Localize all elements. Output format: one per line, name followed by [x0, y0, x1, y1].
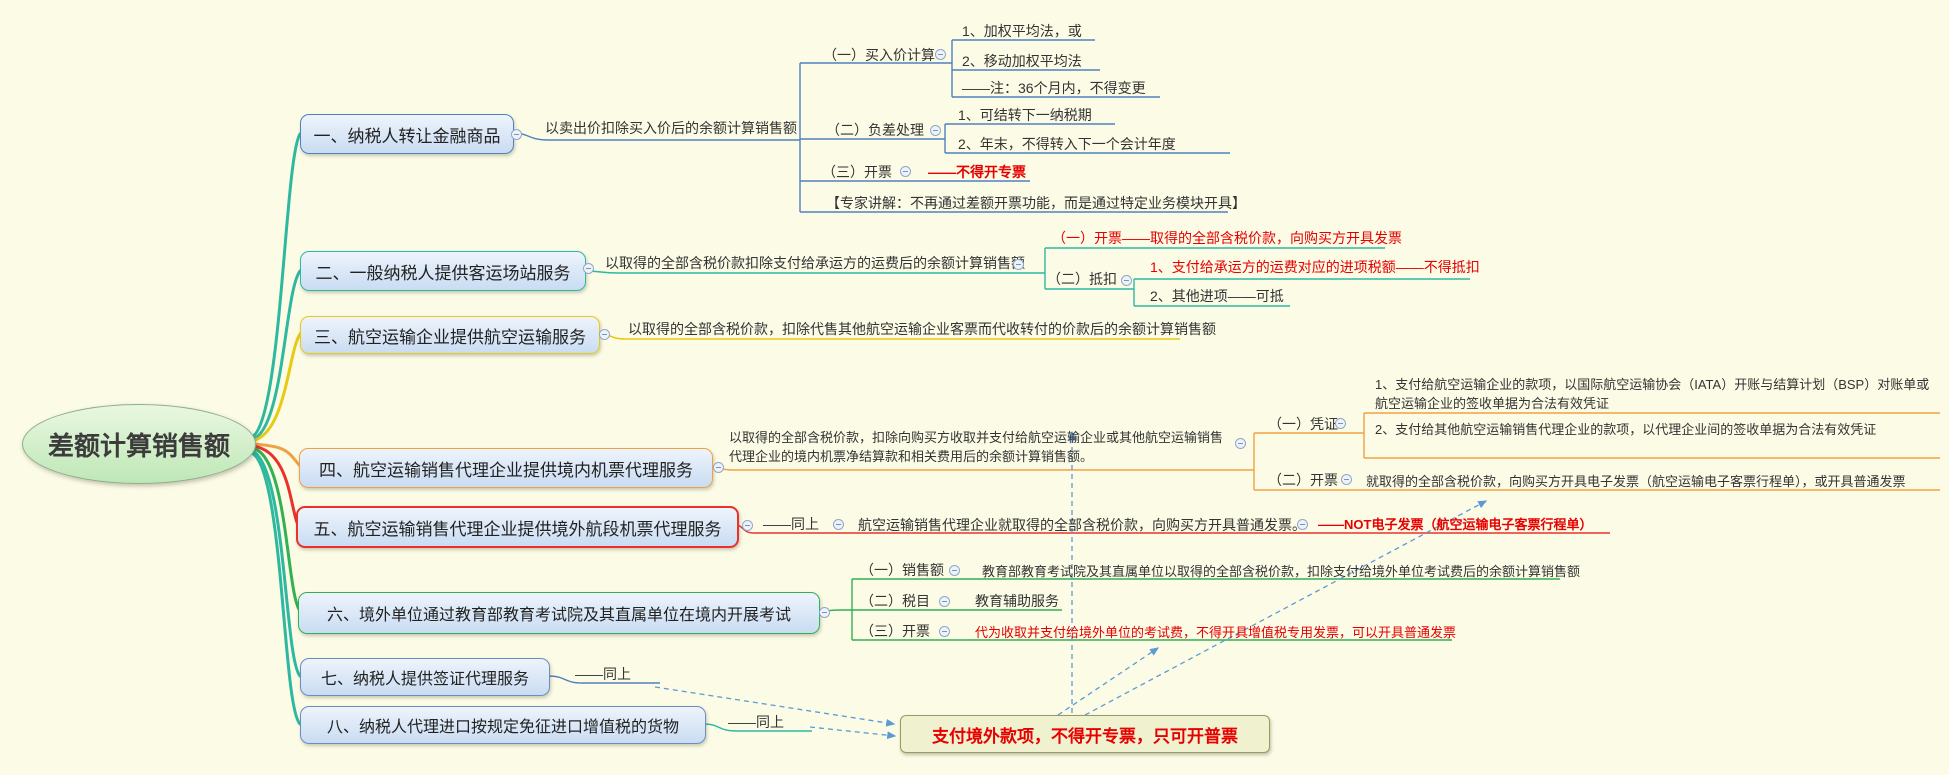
branch-5-topic[interactable]: 五、航空运输销售代理企业提供境外航段机票代理服务 [296, 506, 739, 548]
collapse-icon[interactable] [599, 329, 610, 340]
collapse-icon[interactable] [1335, 418, 1346, 429]
b7-same-as-above[interactable]: ——同上 [575, 666, 631, 682]
b4-rule[interactable]: 以取得的全部含税价款，扣除向购买方收取并支付给航空运输企业或其他航空运输销售代理… [729, 430, 1224, 464]
collapse-icon[interactable] [1235, 438, 1246, 449]
branch-6-topic[interactable]: 六、境外单位通过教育部教育考试院及其直属单位在境内开展考试 [298, 592, 820, 634]
b1-s1-item1[interactable]: 1、加权平均法，或 [962, 23, 1082, 39]
collapse-icon[interactable] [1341, 474, 1352, 485]
collapse-icon[interactable] [900, 166, 911, 177]
b1-s2-title[interactable]: （二）负差处理 [826, 122, 924, 138]
b1-s1-item2[interactable]: 2、移动加权平均法 [962, 53, 1082, 69]
callout-no-special-invoice[interactable]: 支付境外款项，不得开专票，只可开普票 [900, 715, 1270, 753]
b2-s2-title[interactable]: （二）抵扣 [1047, 271, 1117, 287]
b4-s1-item1[interactable]: 1、支付给航空运输企业的款项，以国际航空运输协会（IATA）开账与结算计划（BS… [1375, 377, 1930, 411]
collapse-icon[interactable] [939, 596, 950, 607]
branch-3-topic[interactable]: 三、航空运输企业提供航空运输服务 [300, 316, 600, 354]
b2-s2-item2[interactable]: 2、其他进项——可抵 [1150, 288, 1284, 304]
branch-1-topic[interactable]: 一、纳税人转让金融商品 [300, 114, 514, 154]
b1-s2-item1[interactable]: 1、可结转下一纳税期 [958, 107, 1092, 123]
b6-s3-warning[interactable]: 代为收取并支付给境外单位的考试费，不得开具增值税专用发票，可以开具普通发票 [975, 625, 1457, 640]
collapse-icon[interactable] [1121, 275, 1132, 286]
collapse-icon[interactable] [819, 607, 830, 618]
b1-s1-note[interactable]: ——注：36个月内，不得变更 [962, 80, 1146, 96]
b2-s1-invoice[interactable]: （一）开票——取得的全部含税价款，向购买方开具发票 [1052, 230, 1402, 246]
collapse-icon[interactable] [742, 520, 753, 531]
b1-s1-title[interactable]: （一）买入价计算 [823, 47, 935, 63]
branch-7-topic[interactable]: 七、纳税人提供签证代理服务 [300, 658, 550, 696]
b1-s2-item2[interactable]: 2、年末，不得转入下一个会计年度 [958, 136, 1176, 152]
b1-rule[interactable]: 以卖出价扣除买入价后的余额计算销售额 [545, 120, 797, 136]
b1-s3-warning[interactable]: ——不得开专票 [928, 164, 1026, 180]
b2-s2-item1[interactable]: 1、支付给承运方的运费对应的进项税额——不得抵扣 [1150, 259, 1480, 275]
collapse-icon[interactable] [930, 125, 941, 136]
b5-same-as-above[interactable]: ——同上 [763, 516, 819, 532]
b4-s1-title[interactable]: （一）凭证 [1268, 416, 1338, 432]
collapse-icon[interactable] [511, 129, 522, 140]
branch-8-topic[interactable]: 八、纳税人代理进口按规定免征进口增值税的货物 [300, 706, 706, 744]
b1-expert-note[interactable]: 【专家讲解：不再通过差额开票功能，而是通过特定业务模块开具】 [826, 195, 1246, 211]
b1-s3-title[interactable]: （三）开票 [822, 164, 892, 180]
collapse-icon[interactable] [935, 49, 946, 60]
collapse-icon[interactable] [939, 626, 950, 637]
b4-s1-item2[interactable]: 2、支付给其他航空运输销售代理企业的款项，以代理企业间的签收单据为合法有效凭证 [1375, 422, 1877, 437]
b5-invoice-rule[interactable]: 航空运输销售代理企业就取得的全部含税价款，向购买方开具普通发票。 [858, 517, 1306, 533]
collapse-icon[interactable] [583, 263, 594, 274]
collapse-icon[interactable] [1013, 259, 1024, 270]
collapse-icon[interactable] [833, 519, 844, 530]
b6-s1-rule[interactable]: 教育部教育考试院及其直属单位以取得的全部含税价款，扣除支付给境外单位考试费后的余… [982, 564, 1581, 579]
collapse-icon[interactable] [713, 462, 724, 473]
b8-same-as-above[interactable]: ——同上 [728, 714, 784, 730]
b3-rule[interactable]: 以取得的全部含税价款，扣除代售其他航空运输企业客票而代收转付的价款后的余额计算销… [628, 321, 1216, 337]
b2-rule[interactable]: 以取得的全部含税价款扣除支付给承运方的运费后的余额计算销售额 [605, 255, 1025, 271]
b6-s2-value[interactable]: 教育辅助服务 [975, 593, 1059, 609]
b6-s2-title[interactable]: （二）税目 [860, 593, 930, 609]
b6-s1-title[interactable]: （一）销售额 [860, 562, 944, 578]
b5-warning[interactable]: ——NOT电子发票（航空运输电子客票行程单） [1318, 517, 1593, 532]
b6-s3-title[interactable]: （三）开票 [860, 623, 930, 639]
collapse-icon[interactable] [949, 565, 960, 576]
branch-2-topic[interactable]: 二、一般纳税人提供客运场站服务 [300, 251, 586, 291]
b4-s2-title[interactable]: （二）开票 [1268, 472, 1338, 488]
collapse-icon[interactable] [1297, 519, 1308, 530]
root-topic[interactable]: 差额计算销售额 [22, 404, 256, 484]
branch-4-topic[interactable]: 四、航空运输销售代理企业提供境内机票代理服务 [299, 448, 713, 488]
b4-s2-rule[interactable]: 就取得的全部含税价款，向购买方开具电子发票（航空运输电子客票行程单），或开具普通… [1366, 474, 1906, 489]
